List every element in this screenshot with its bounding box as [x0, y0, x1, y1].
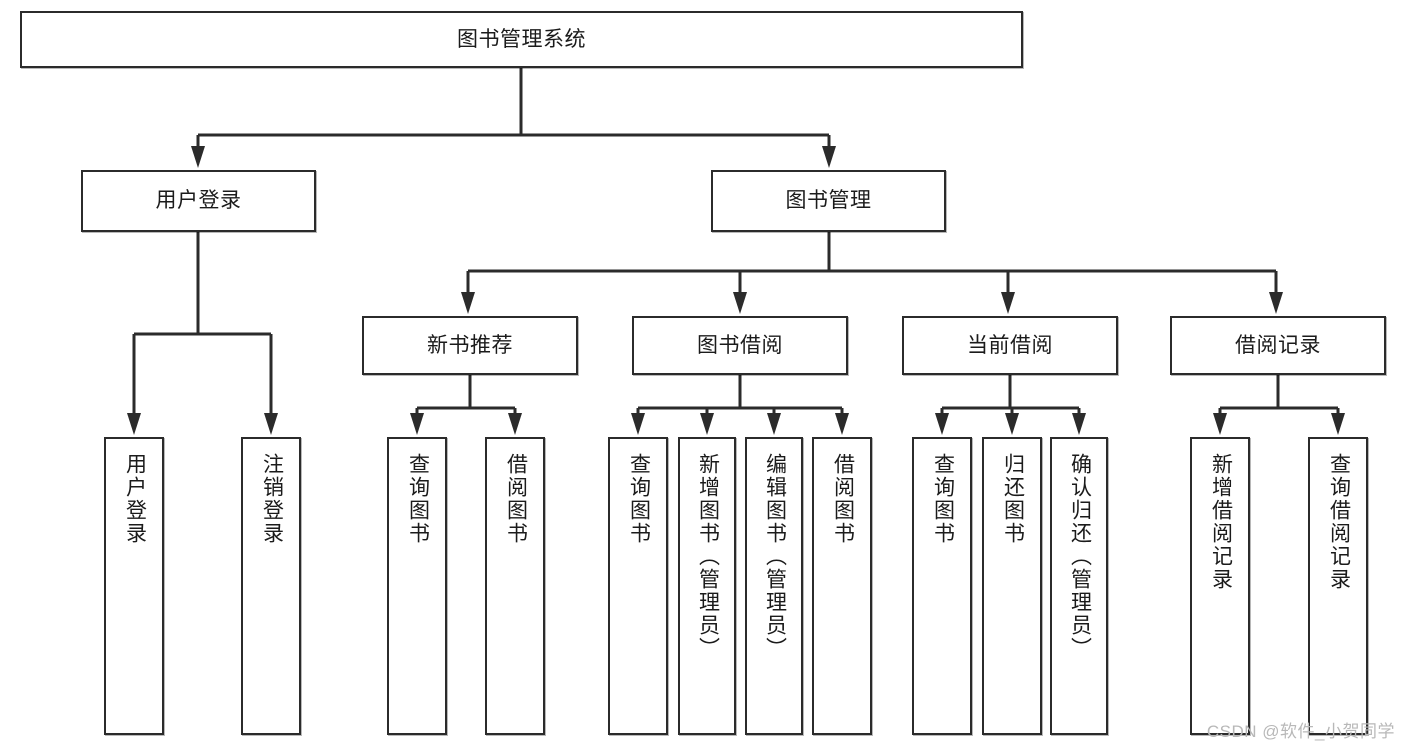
node-current-borrow[interactable]: 当前借阅 [902, 316, 1118, 375]
leaf-current-confirm-return-admin[interactable]: 确认归还（管理员） [1050, 437, 1108, 735]
node-user-login-label: 用户登录 [155, 189, 242, 213]
leaf-recommend-borrow-book-label: 借阅图书 [504, 453, 528, 545]
leaf-borrow-edit-book-admin[interactable]: 编辑图书（管理员） [745, 437, 803, 735]
node-root-label: 图书管理系统 [457, 27, 586, 51]
leaf-borrow-query-book-label: 查询图书 [627, 453, 651, 545]
node-new-book-recommend[interactable]: 新书推荐 [362, 316, 578, 375]
leaf-current-return-book[interactable]: 归还图书 [982, 437, 1042, 735]
leaf-user-logout[interactable]: 注销登录 [241, 437, 301, 735]
leaf-recommend-borrow-book[interactable]: 借阅图书 [485, 437, 545, 735]
leaf-recommend-query-book-label: 查询图书 [406, 453, 430, 545]
leaf-current-query-book-label: 查询图书 [931, 453, 955, 545]
node-new-book-recommend-label: 新书推荐 [427, 333, 513, 357]
node-borrow-record[interactable]: 借阅记录 [1170, 316, 1386, 375]
leaf-record-query-borrow-record-label: 查询借阅记录 [1327, 453, 1351, 591]
leaf-user-login[interactable]: 用户登录 [104, 437, 164, 735]
node-book-borrow[interactable]: 图书借阅 [632, 316, 848, 375]
node-root[interactable]: 图书管理系统 [20, 11, 1023, 68]
node-book-manage[interactable]: 图书管理 [711, 170, 946, 232]
leaf-user-logout-label: 注销登录 [260, 453, 284, 545]
leaf-user-login-label: 用户登录 [123, 453, 147, 545]
node-borrow-record-label: 借阅记录 [1235, 333, 1321, 357]
leaf-record-add-borrow-record-label: 新增借阅记录 [1209, 453, 1233, 591]
leaf-current-return-book-label: 归还图书 [1001, 453, 1025, 545]
node-user-login[interactable]: 用户登录 [81, 170, 316, 232]
leaf-borrow-add-book-admin-label: 新增图书（管理员） [696, 453, 720, 660]
leaf-current-query-book[interactable]: 查询图书 [912, 437, 972, 735]
node-book-borrow-label: 图书借阅 [697, 333, 783, 357]
leaf-borrow-borrow-book[interactable]: 借阅图书 [812, 437, 872, 735]
leaf-record-query-borrow-record[interactable]: 查询借阅记录 [1308, 437, 1368, 735]
leaf-borrow-add-book-admin[interactable]: 新增图书（管理员） [678, 437, 736, 735]
leaf-current-confirm-return-admin-label: 确认归还（管理员） [1068, 453, 1092, 660]
leaf-borrow-query-book[interactable]: 查询图书 [608, 437, 668, 735]
leaf-borrow-edit-book-admin-label: 编辑图书（管理员） [763, 453, 787, 660]
leaf-record-add-borrow-record[interactable]: 新增借阅记录 [1190, 437, 1250, 735]
leaf-recommend-query-book[interactable]: 查询图书 [387, 437, 447, 735]
leaf-borrow-borrow-book-label: 借阅图书 [831, 453, 855, 545]
csdn-watermark: CSDN @软件_小贺同学 [1206, 722, 1395, 741]
node-current-borrow-label: 当前借阅 [967, 333, 1053, 357]
node-book-manage-label: 图书管理 [785, 189, 872, 213]
